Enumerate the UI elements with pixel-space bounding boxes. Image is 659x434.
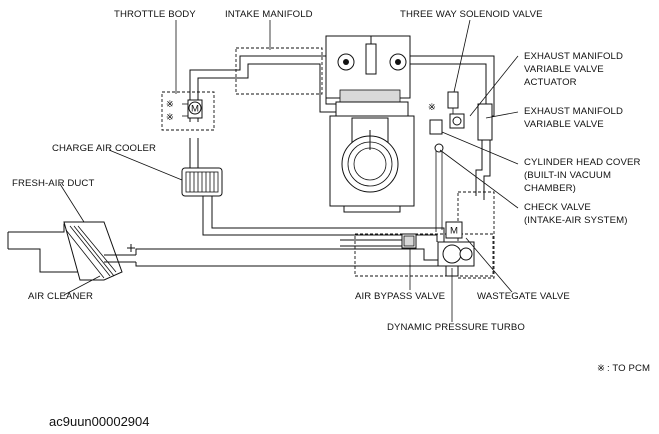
label-exh-valve-line-1: EXHAUST MANIFOLD (524, 106, 623, 117)
label-exh-actuator-line-1: EXHAUST MANIFOLD (524, 51, 623, 62)
label-wastegate-valve: WASTEGATE VALVE (477, 291, 570, 302)
pcm-marker-throttle-1: ※ (166, 99, 174, 110)
figure-code: ac9uun00002904 (49, 414, 150, 429)
label-exh-valve-line-2: VARIABLE VALVE (524, 119, 604, 130)
label-intake-manifold: INTAKE MANIFOLD (225, 9, 313, 20)
label-head-cover-line-3: CHAMBER) (524, 183, 576, 194)
legend: ※ : TO PCM (597, 363, 650, 374)
leader-lines (59, 19, 519, 322)
label-throttle-body: THROTTLE BODY (114, 9, 196, 20)
air-cleaner (63, 221, 123, 281)
intake-pipes (104, 55, 445, 267)
label-head-cover-line-2: (BUILT-IN VACUUM (524, 170, 611, 181)
wastegate-valve: M (445, 221, 463, 239)
label-fresh-air-duct: FRESH-AIR DUCT (12, 178, 94, 189)
throttle-motor-letter: M (191, 104, 199, 115)
pcm-marker-throttle-2: ※ (166, 112, 174, 123)
air-bypass-valve (401, 233, 417, 249)
label-check-valve-line-2: (INTAKE-AIR SYSTEM) (524, 215, 628, 226)
label-three-way-solenoid-valve: THREE WAY SOLENOID VALVE (400, 9, 543, 20)
exhaust-manifold-piping (410, 55, 495, 200)
component-labels: THROTTLE BODY INTAKE MANIFOLD THREE WAY … (12, 9, 641, 333)
label-check-valve-line-1: CHECK VALVE (524, 202, 591, 213)
label-exh-actuator-line-3: ACTUATOR (524, 77, 577, 88)
label-air-bypass-valve: AIR BYPASS VALVE (355, 291, 445, 302)
legend-symbol: ※ (597, 363, 605, 374)
throttle-body: M ※ ※ (161, 91, 215, 131)
charge-air-cooler (181, 167, 223, 197)
pcm-marker-solenoid: ※ (428, 102, 436, 113)
label-dynamic-pressure-turbo: DYNAMIC PRESSURE TURBO (387, 322, 525, 333)
exhaust-variable-valve-actuator (449, 113, 465, 129)
wastegate-motor-letter: M (450, 226, 458, 237)
label-air-cleaner: AIR CLEANER (28, 291, 93, 302)
check-valve (429, 119, 444, 153)
intake-manifold (235, 47, 340, 113)
engine (325, 35, 415, 213)
legend-text: : TO PCM (607, 363, 650, 374)
label-head-cover-line-1: CYLINDER HEAD COVER (524, 157, 641, 168)
label-exh-actuator-line-2: VARIABLE VALVE (524, 64, 604, 75)
label-charge-air-cooler: CHARGE AIR COOLER (52, 143, 156, 154)
